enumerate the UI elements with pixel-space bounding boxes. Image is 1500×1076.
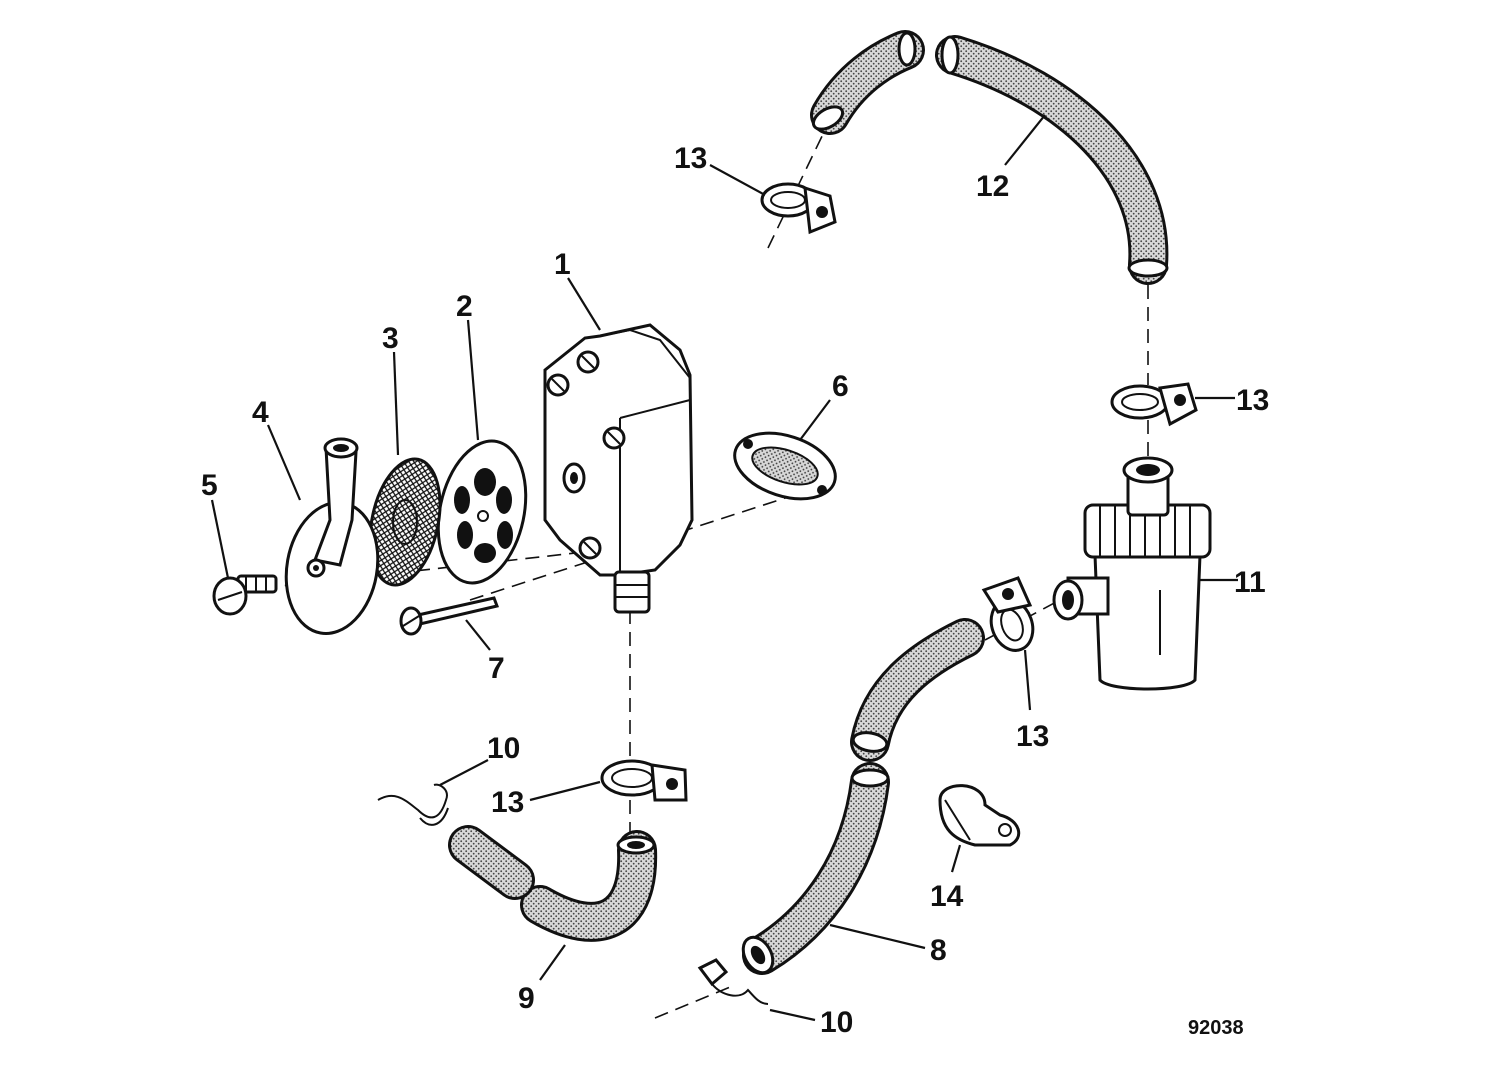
fuel-pump-body	[543, 323, 694, 614]
fuel-hose-8	[741, 762, 890, 975]
p-clip	[938, 784, 1021, 847]
pump-cover	[284, 437, 380, 635]
callout-5: 5	[201, 469, 218, 502]
long-screw	[399, 596, 500, 636]
callout-6: 6	[832, 370, 849, 403]
fuel-hose-12	[810, 30, 1169, 285]
callout-8: 8	[930, 934, 947, 967]
hose-clamp-top	[760, 182, 837, 235]
fuel-hose-upper	[850, 618, 985, 762]
valve-plate	[436, 439, 528, 585]
callout-12: 12	[976, 170, 1009, 203]
hose-clamp-bottom	[600, 759, 688, 802]
callout-7: 7	[488, 652, 505, 685]
callout-10-lower: 10	[820, 1006, 853, 1039]
callout-14: 14	[930, 880, 964, 913]
hose-clamp-filter-side	[981, 576, 1035, 652]
mounting-gasket	[733, 431, 837, 501]
fuel-filter	[1052, 456, 1212, 691]
callout-13-filter: 13	[1236, 384, 1269, 417]
cover-screw	[212, 574, 278, 616]
callout-10-upper: 10	[487, 732, 520, 765]
elbow-hose	[448, 825, 658, 942]
figure-number: 92038	[1188, 1017, 1244, 1039]
callout-1: 1	[554, 248, 571, 281]
hose-clamp-filter-top	[1110, 382, 1198, 427]
callout-3: 3	[382, 322, 399, 355]
callout-labels: 1 2 3 4 5 6 7 8 9 10 10 11 12 13 13 13 1…	[201, 142, 1269, 1039]
wire-clip-upper	[377, 783, 449, 826]
leader-lines	[210, 114, 1238, 1022]
wire-clip-lower	[697, 958, 769, 1005]
callout-2: 2	[456, 290, 473, 323]
callout-11: 11	[1234, 566, 1266, 599]
callout-4: 4	[252, 396, 269, 429]
filter-screen	[368, 457, 442, 587]
callout-13-side: 13	[1016, 720, 1049, 753]
callout-13-bottom: 13	[491, 786, 524, 819]
callout-13-top: 13	[674, 142, 707, 175]
callout-9: 9	[518, 982, 535, 1015]
